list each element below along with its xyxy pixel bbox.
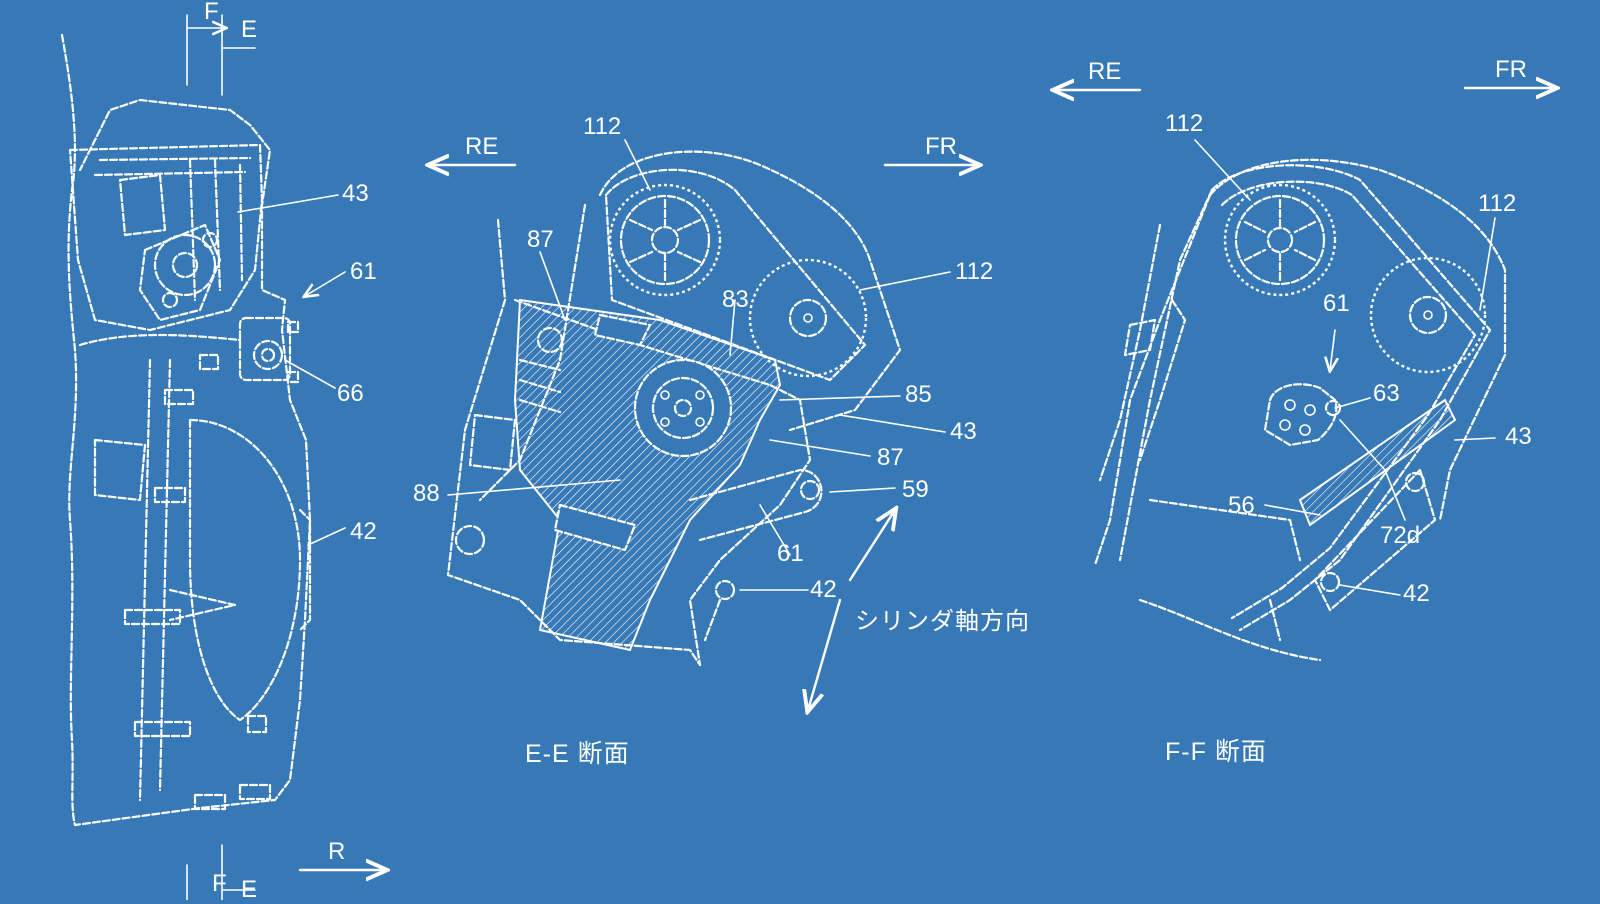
section-letter-e-top: E bbox=[241, 16, 258, 43]
ee-section-drawing bbox=[430, 139, 978, 710]
ff-part-label-72d: 72d bbox=[1380, 522, 1421, 549]
ee-section-caption: E-E 断面 bbox=[525, 740, 630, 768]
ee-part-label-87-top: 87 bbox=[527, 226, 554, 253]
ff-part-label-56: 56 bbox=[1228, 492, 1255, 519]
ff-section-drawing bbox=[1055, 88, 1555, 662]
ee-part-label-83: 83 bbox=[722, 286, 749, 313]
hatched-section bbox=[513, 298, 782, 652]
ee-part-label-42: 42 bbox=[810, 576, 837, 603]
ee-direction-re: RE bbox=[465, 133, 499, 160]
left-view-drawing bbox=[60, 14, 385, 901]
part-label-66: 66 bbox=[337, 380, 364, 407]
section-letter-e-bottom: E bbox=[241, 876, 258, 903]
ff-part-label-112-left: 112 bbox=[1165, 110, 1204, 137]
ff-direction-re: RE bbox=[1088, 58, 1122, 85]
ff-part-label-63: 63 bbox=[1373, 380, 1400, 407]
ff-part-label-43: 43 bbox=[1505, 423, 1532, 450]
ee-direction-fr: FR bbox=[925, 133, 957, 160]
ff-part-label-112-right: 112 bbox=[1478, 190, 1517, 217]
section-letter-f-top: F bbox=[204, 0, 219, 25]
ee-part-label-112-top: 112 bbox=[583, 113, 622, 140]
ee-part-label-59: 59 bbox=[902, 476, 929, 503]
part-label-43: 43 bbox=[342, 180, 369, 207]
ee-part-label-85: 85 bbox=[905, 381, 932, 408]
ff-part-label-42: 42 bbox=[1403, 580, 1430, 607]
ee-part-label-88: 88 bbox=[413, 480, 440, 507]
engine-outline bbox=[60, 33, 312, 827]
section-letter-f-bottom: F bbox=[212, 870, 227, 897]
cylinder-axis-direction-label: シリンダ軸方向 bbox=[855, 608, 1030, 635]
ff-part-label-61: 61 bbox=[1323, 290, 1350, 317]
part-label-61: 61 bbox=[350, 258, 377, 285]
ff-direction-fr: FR bbox=[1495, 56, 1527, 83]
ee-part-label-43: 43 bbox=[950, 418, 977, 445]
ff-section-caption: F-F 断面 bbox=[1165, 738, 1267, 766]
ee-part-label-87-bottom: 87 bbox=[877, 444, 904, 471]
direction-r-label: R bbox=[328, 838, 346, 865]
ee-part-label-61: 61 bbox=[777, 540, 804, 567]
ee-part-label-112-right: 112 bbox=[955, 258, 994, 285]
part-label-42: 42 bbox=[350, 518, 377, 545]
